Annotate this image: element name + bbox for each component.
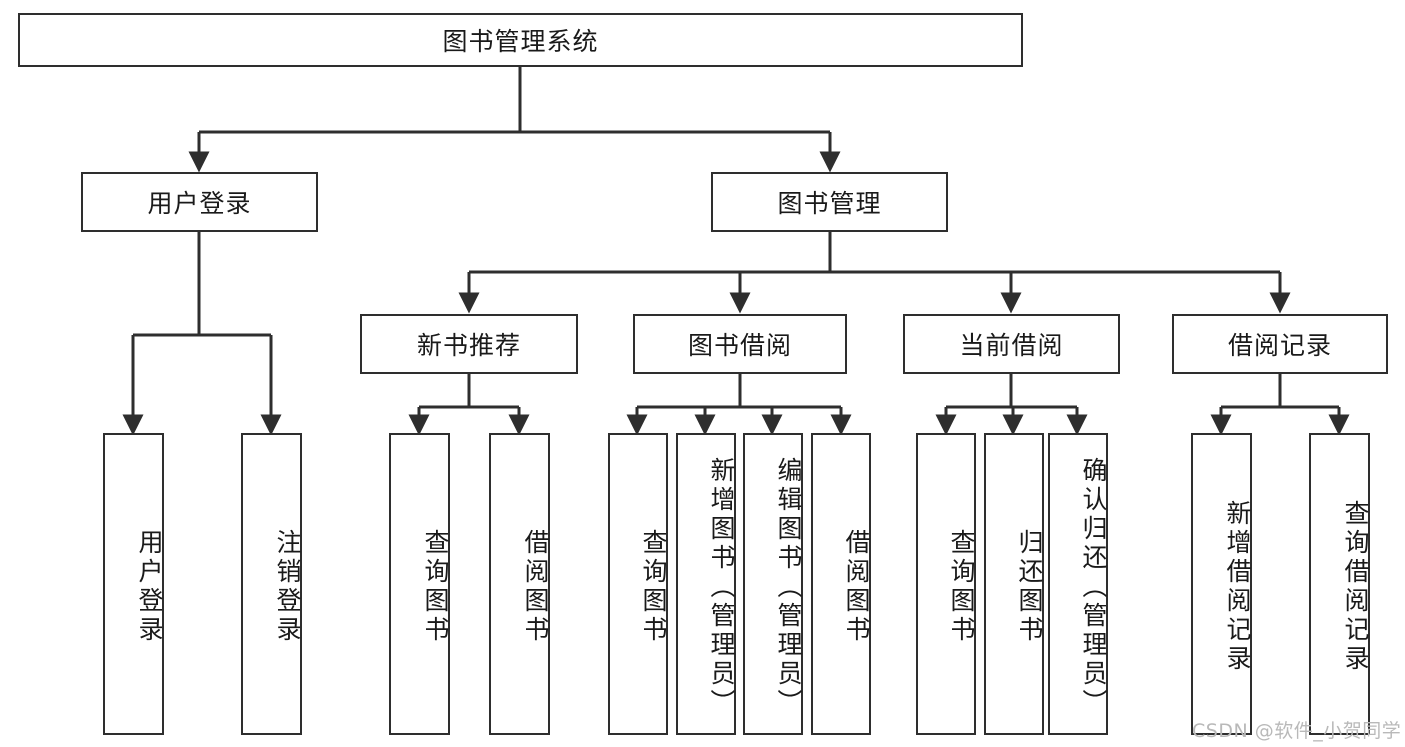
node-leaf-user-login-logout[interactable]: 注销登录 (241, 433, 302, 735)
node-leaf-current-borrow-confirm-return[interactable]: 确认归还（管理员） (1048, 433, 1108, 735)
node-label: 查询图书 (947, 529, 976, 645)
node-label: 查询图书 (639, 529, 668, 645)
node-label: 图书管理系统 (442, 27, 599, 56)
node-leaf-book-borrow-edit[interactable]: 编辑图书（管理员） (743, 433, 803, 735)
csdn-watermark: CSDN @软件_小贺同学 (1192, 720, 1402, 742)
node-label: 用户登录 (147, 189, 252, 218)
node-leaf-borrow-record-add[interactable]: 新增借阅记录 (1191, 433, 1252, 735)
node-book-management[interactable]: 图书管理 (711, 172, 948, 232)
node-current-borrow[interactable]: 当前借阅 (903, 314, 1120, 374)
node-label: 确认归还（管理员） (1079, 456, 1108, 718)
node-label: 用户登录 (135, 529, 164, 645)
node-leaf-book-borrow-add[interactable]: 新增图书（管理员） (676, 433, 736, 735)
node-label: 借阅图书 (521, 529, 550, 645)
node-leaf-current-borrow-query[interactable]: 查询图书 (916, 433, 976, 735)
node-book-borrow[interactable]: 图书借阅 (633, 314, 847, 374)
node-leaf-current-borrow-return[interactable]: 归还图书 (984, 433, 1044, 735)
node-label: 借阅记录 (1227, 331, 1332, 360)
node-leaf-new-book-borrow[interactable]: 借阅图书 (489, 433, 550, 735)
node-label: 借阅图书 (842, 529, 871, 645)
node-label: 注销登录 (273, 529, 302, 645)
node-label: 新书推荐 (416, 331, 521, 360)
node-leaf-user-login-login[interactable]: 用户登录 (103, 433, 164, 735)
node-leaf-borrow-record-query[interactable]: 查询借阅记录 (1309, 433, 1370, 735)
node-label: 查询图书 (421, 529, 450, 645)
node-user-login[interactable]: 用户登录 (81, 172, 318, 232)
node-leaf-book-borrow-query[interactable]: 查询图书 (608, 433, 668, 735)
node-leaf-book-borrow-borrow[interactable]: 借阅图书 (811, 433, 871, 735)
node-new-book-recommend[interactable]: 新书推荐 (360, 314, 578, 374)
node-label: 新增图书（管理员） (707, 456, 736, 718)
node-label: 查询借阅记录 (1341, 500, 1370, 674)
node-label: 编辑图书（管理员） (774, 456, 803, 718)
node-root-book-management-system[interactable]: 图书管理系统 (18, 13, 1023, 67)
node-label: 图书借阅 (687, 331, 792, 360)
node-borrow-record[interactable]: 借阅记录 (1172, 314, 1388, 374)
node-label: 归还图书 (1015, 529, 1044, 645)
node-label: 当前借阅 (959, 331, 1064, 360)
node-label: 新增借阅记录 (1223, 500, 1252, 674)
node-leaf-new-book-query[interactable]: 查询图书 (389, 433, 450, 735)
node-label: 图书管理 (777, 189, 882, 218)
